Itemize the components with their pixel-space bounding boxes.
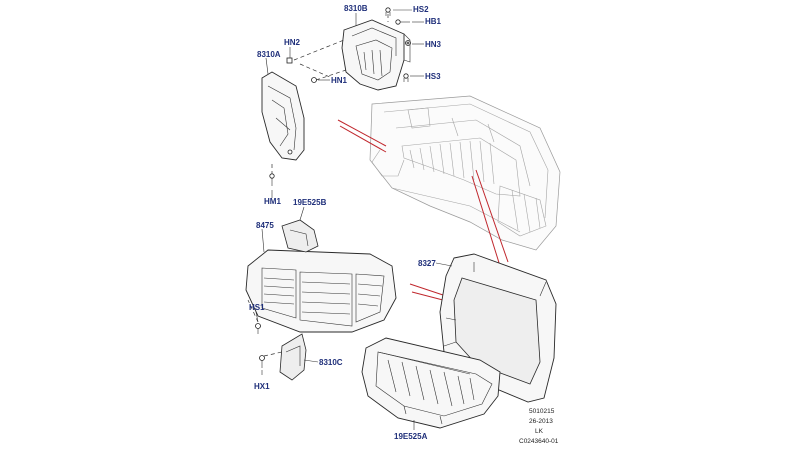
part-8327-radiator-frame [439, 253, 557, 403]
meta-region: LK [535, 428, 544, 435]
fastener-HN1 [311, 77, 317, 83]
label-8327: 8327 [418, 259, 436, 268]
fastener-HS2 [385, 7, 391, 16]
meta-illustration-id: C0243640-01 [519, 438, 559, 445]
fastener-HN2 [286, 57, 293, 64]
illustration-metadata: 5010215 26-2013 LK C0243640-01 [519, 408, 559, 445]
label-HN3: HN3 [425, 40, 442, 49]
part-8310C-lower-bracket [279, 333, 307, 381]
fastener-HX1 [259, 355, 265, 368]
fastener-HS3 [403, 73, 409, 82]
fastener-HM1 [269, 173, 275, 186]
part-19E525B-bracket [281, 219, 319, 253]
label-HS3: HS3 [425, 72, 441, 81]
fastener-HN3 [405, 40, 411, 46]
fastener-HB1 [395, 19, 410, 25]
label-HB1: HB1 [425, 17, 442, 26]
label-HN2: HN2 [284, 38, 301, 47]
part-labels: 8310B HS2 HB1 HN2 HN3 8310A HN1 HS3 HM1 … [249, 4, 442, 441]
part-8475-shutter-grille [245, 249, 397, 333]
label-8310B: 8310B [344, 4, 368, 13]
location-indicator-lines [337, 119, 509, 307]
part-8310B-upper-deflector [341, 19, 411, 91]
meta-code: 5010215 [529, 408, 555, 415]
label-8310A: 8310A [257, 50, 281, 59]
diagram-panel: 8310B HS2 HB1 HN2 HN3 8310A HN1 HS3 HM1 … [238, 0, 562, 450]
label-HX1: HX1 [254, 382, 270, 391]
label-HS1: HS1 [249, 303, 265, 312]
fasteners [255, 7, 411, 368]
leader-lines [247, 9, 453, 430]
part-19E525A-lower-guide [361, 337, 501, 429]
label-HN1: HN1 [331, 76, 348, 85]
fastener-HS1 [255, 323, 261, 334]
exploded-parts-diagram: 8310B HS2 HB1 HN2 HN3 8310A HN1 HS3 HM1 … [245, 4, 561, 445]
label-HS2: HS2 [413, 5, 429, 14]
label-19E525A: 19E525A [394, 432, 428, 441]
part-8310A-side-deflector [261, 71, 305, 161]
label-HM1: HM1 [264, 197, 281, 206]
label-19E525B: 19E525B [293, 198, 327, 207]
front-end-carrier-ghost [369, 95, 561, 251]
label-8310C: 8310C [319, 358, 343, 367]
label-8475: 8475 [256, 221, 274, 230]
meta-date: 26-2013 [529, 418, 553, 425]
